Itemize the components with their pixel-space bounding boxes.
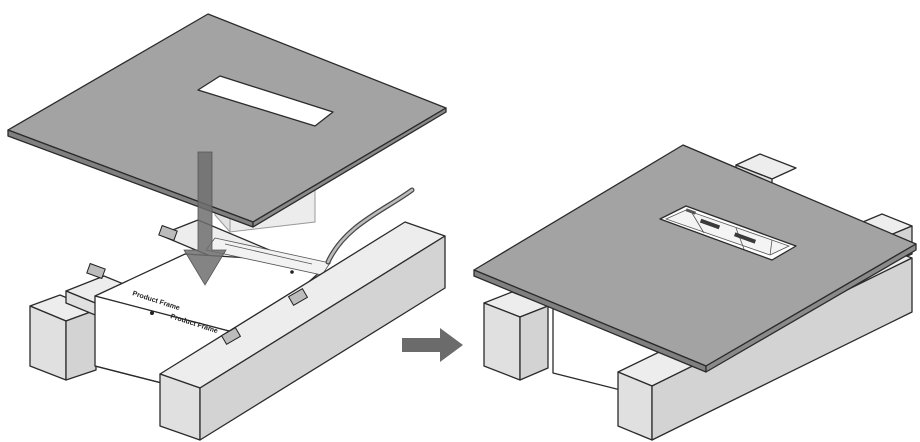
left-assembly-exploded: Product Frame Product Frame — [7, 13, 447, 441]
recess-opening — [659, 205, 797, 261]
arrow-right-icon — [402, 328, 463, 362]
floating-board — [7, 13, 447, 228]
right-assembly-installed — [473, 144, 917, 441]
arrow-down-icon — [183, 151, 227, 286]
right-left-block — [483, 291, 549, 381]
left-front-block — [29, 294, 97, 381]
clips — [86, 224, 309, 346]
installed-board — [473, 144, 917, 373]
board-cutout — [197, 75, 334, 127]
left-front-beam — [159, 221, 446, 441]
